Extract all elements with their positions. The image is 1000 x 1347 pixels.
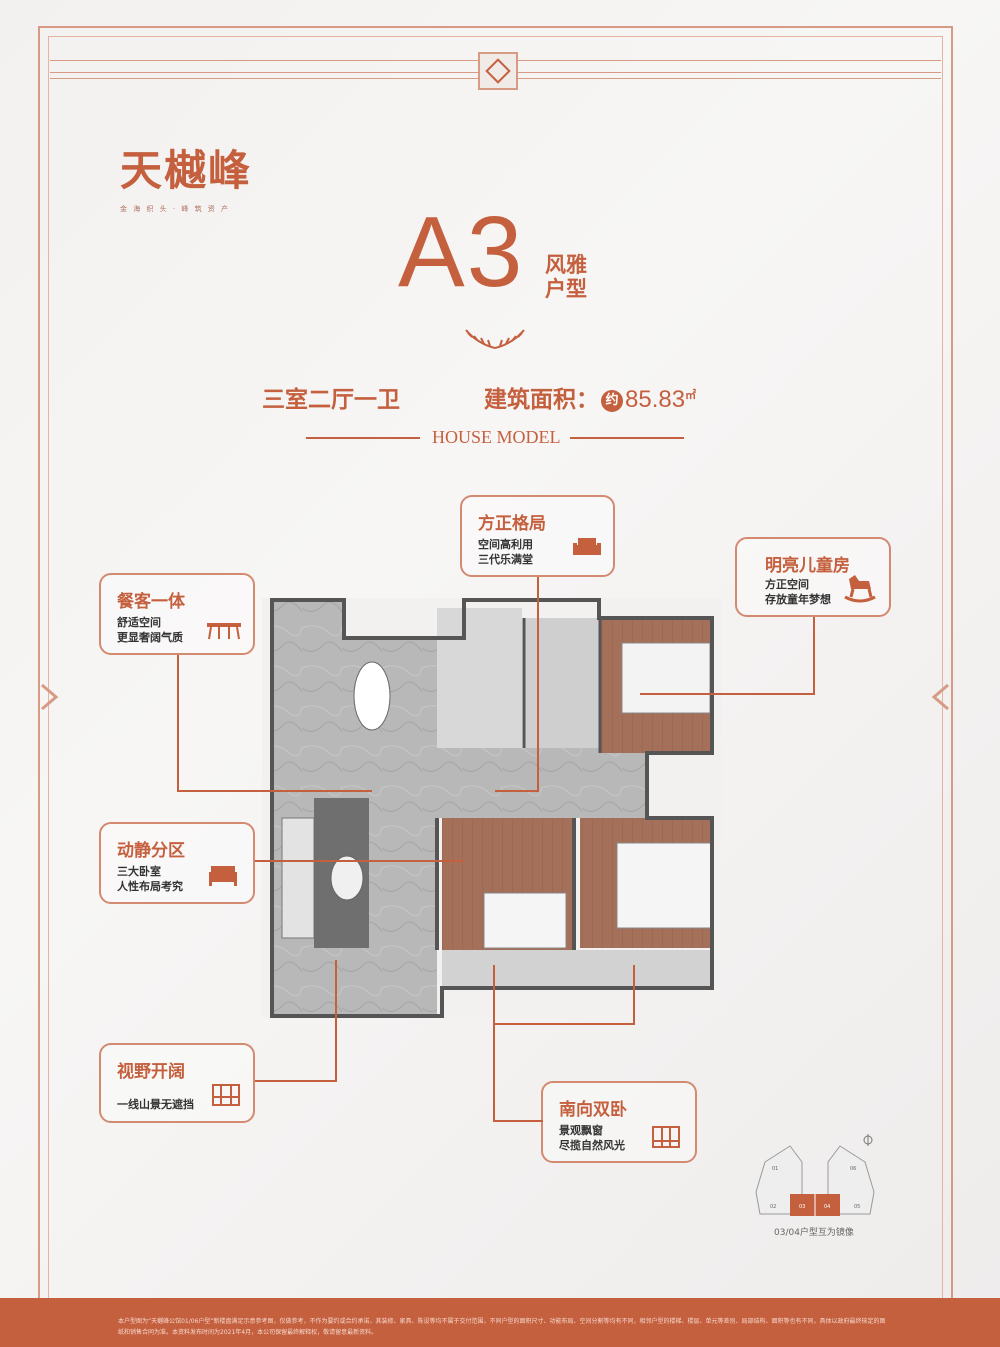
callout-line: 人性布局考究 [117, 880, 183, 893]
leader-line [495, 790, 539, 792]
building-keyplan: 01 02 03 04 05 06 [755, 1134, 875, 1216]
dining-table [353, 661, 391, 731]
footer-disclaimer: 本户型图为“天樾峰公馆01/06户型”新楼盘满足示意参考图，仅做参考，不作为要约… [118, 1318, 886, 1336]
leader-line [493, 965, 495, 1122]
leader-line [537, 577, 539, 792]
callout-line: 方正空间 [765, 578, 809, 591]
leader-line [255, 860, 463, 862]
bed-second [616, 842, 713, 929]
brand-name: 天樾峰 [120, 146, 253, 195]
bathroom [524, 618, 599, 748]
callout-line: 景观飘窗 [559, 1124, 603, 1137]
house-model-rule [306, 437, 420, 439]
model-code: A3 [398, 196, 525, 308]
leader-line [177, 655, 179, 792]
leader-line [335, 960, 337, 1082]
callout-open-view: 视野开阔 一线山景无遮挡 [99, 1043, 255, 1123]
callout-kids-room: 明亮儿童房 方正空间 存放童年梦想 [735, 537, 891, 617]
room-layout: 三室二厅一卫 [262, 387, 400, 413]
sofa [281, 817, 315, 939]
leader-line [493, 1023, 635, 1025]
bed-master [483, 892, 567, 949]
footer-bar: 本户型图为“天樾峰公馆01/06户型”新楼盘满足示意参考图，仅做参考，不作为要约… [0, 1298, 1000, 1347]
area-value: 85.83 [625, 386, 686, 413]
kitchen [437, 608, 522, 748]
coffee-table [330, 855, 364, 901]
bed-kids [621, 642, 711, 714]
callout-square-layout: 方正格局 空间高利用 三代乐满堂 [460, 495, 615, 577]
callout-dining-living: 餐客一体 舒适空间 更显奢阔气质 [99, 573, 255, 655]
callout-line: 舒适空间 [117, 616, 161, 629]
house-model-label: HOUSE MODEL [432, 427, 561, 447]
callout-south-bedrooms: 南向双卧 景观飘窗 尽揽自然风光 [541, 1081, 697, 1163]
seal-ornament [478, 52, 518, 90]
right-chevron-icon [931, 683, 949, 711]
leader-line [813, 617, 815, 695]
bay-windows [442, 950, 712, 988]
balcony-icon [212, 1084, 240, 1106]
left-chevron-icon [41, 683, 59, 711]
laurel-icon [465, 329, 525, 349]
callout-title: 方正格局 [478, 514, 546, 534]
rocking-horse-icon [844, 575, 876, 603]
callout-line: 尽揽自然风光 [559, 1139, 625, 1152]
unit-label: 05 [854, 1204, 860, 1210]
floor-plan [262, 598, 722, 1018]
unit-label: 01 [772, 1166, 778, 1172]
callout-line: 一线山景无遮挡 [117, 1098, 194, 1111]
callout-line: 三大卧室 [117, 865, 161, 878]
balcony [272, 956, 437, 1016]
diamond-icon [485, 58, 511, 84]
brand-logo: 天樾峰 金 海 织 头 · 峰 筑 资 产 [120, 150, 260, 214]
leader-line [633, 965, 635, 1025]
callout-title: 明亮儿童房 [765, 556, 850, 576]
model-name: 风雅户型 [545, 253, 587, 301]
callout-title: 动静分区 [117, 841, 185, 861]
house-model-rule [570, 437, 684, 439]
brand-tagline: 金 海 织 头 · 峰 筑 资 产 [120, 205, 231, 213]
callout-title: 南向双卧 [559, 1100, 627, 1120]
approx-badge: 约 [601, 389, 623, 412]
hallway [437, 748, 647, 818]
area-label: 建筑面积： [484, 387, 599, 413]
unit-label: 03 [799, 1204, 805, 1210]
callout-line: 空间高利用 [478, 538, 533, 551]
callout-line: 存放童年梦想 [765, 593, 831, 606]
leader-line [493, 1120, 543, 1122]
leader-line [255, 1080, 337, 1082]
leader-line [640, 693, 815, 695]
keyplan-caption: 03/04户型互为镜像 [774, 1228, 854, 1238]
area-unit: ㎡ [685, 388, 697, 402]
unit-label: 04 [824, 1204, 830, 1210]
callout-title: 餐客一体 [117, 592, 185, 612]
callout-title: 视野开阔 [117, 1062, 185, 1082]
unit-label: 06 [850, 1166, 856, 1172]
callout-line: 三代乐满堂 [478, 553, 533, 566]
callout-zoning: 动静分区 三大卧室 人性布局考究 [99, 822, 255, 904]
leader-line [177, 790, 372, 792]
dining-table-icon [207, 623, 241, 640]
unit-label: 02 [770, 1204, 776, 1210]
sofa-icon [573, 538, 601, 555]
callout-line: 更显奢阔气质 [117, 631, 183, 644]
bed-icon [209, 866, 237, 886]
window-icon [652, 1126, 680, 1148]
